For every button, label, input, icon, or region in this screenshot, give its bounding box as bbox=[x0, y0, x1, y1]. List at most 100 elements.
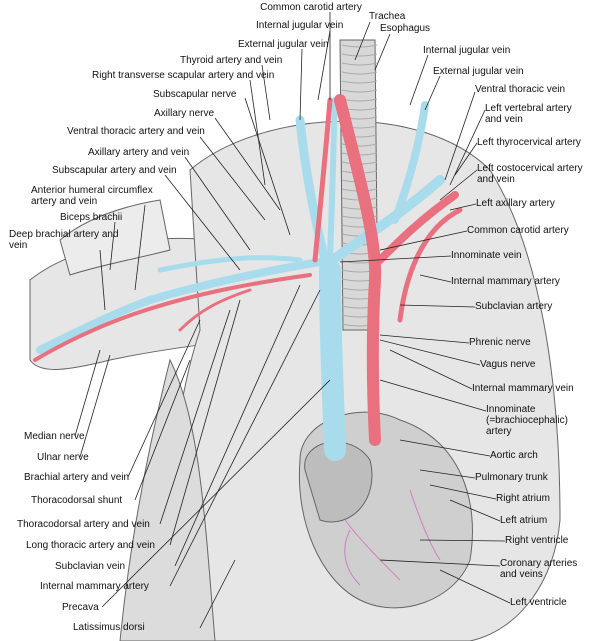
label-biceps: Biceps brachii bbox=[60, 212, 123, 223]
leader-line bbox=[127, 319, 201, 478]
leader-line bbox=[79, 354, 111, 458]
leader-line bbox=[169, 289, 321, 587]
leader-line bbox=[444, 91, 476, 181]
label-innominate-vein: Innominate vein bbox=[451, 250, 522, 261]
leader-line bbox=[101, 379, 331, 608]
leader-line bbox=[379, 559, 501, 567]
label-subclavian-artery: Subclavian artery bbox=[475, 301, 553, 312]
internal-jugular-vessel bbox=[327, 97, 338, 258]
label-external-jugular-left: External jugular vein bbox=[238, 39, 329, 50]
label-ventral-thoracic-vein: Ventral thoracic vein bbox=[475, 84, 566, 95]
leader-line bbox=[419, 274, 452, 283]
label-internal-mammary-vein: Internal mammary vein bbox=[472, 383, 574, 394]
label-axillary-av: Axillary artery and vein bbox=[88, 147, 190, 158]
label-aortic-arch: Aortic arch bbox=[490, 450, 538, 461]
precava-vessel bbox=[319, 259, 346, 461]
label-ulnar-nerve: Ulnar nerve bbox=[37, 452, 89, 463]
leader-line bbox=[99, 249, 106, 311]
label-deep-brachial: Deep brachial artery and vein bbox=[9, 229, 119, 251]
leader-line bbox=[199, 559, 236, 629]
leader-line bbox=[214, 117, 281, 211]
label-thoracodorsal-shunt: Thoracodorsal shunt bbox=[31, 495, 123, 506]
leader-line bbox=[159, 309, 231, 525]
label-innominate-artery: Innominate (=brachiocephalic) artery bbox=[486, 404, 568, 437]
label-subclavian-vein: Subclavian vein bbox=[55, 561, 126, 572]
axillary-vein-vessel bbox=[157, 255, 303, 273]
leader-line bbox=[169, 299, 241, 546]
leader-line bbox=[439, 169, 478, 201]
leader-line bbox=[424, 75, 441, 111]
label-anterior-humeral: Anterior humeral circumflex artery and v… bbox=[31, 185, 153, 207]
leader-line bbox=[374, 33, 391, 71]
label-left-vertebral: Left vertebral artery and vein bbox=[485, 103, 572, 125]
label-right-atrium: Right atrium bbox=[496, 493, 550, 504]
leader-line bbox=[74, 349, 101, 437]
coronary-vessels bbox=[344, 489, 441, 586]
common-carotid-vessel bbox=[312, 97, 333, 263]
leader-line bbox=[409, 54, 429, 106]
leader-line bbox=[244, 97, 291, 236]
leader-line bbox=[261, 64, 271, 121]
leader-line bbox=[339, 255, 452, 263]
leader-line bbox=[399, 439, 491, 457]
label-right-ventricle: Right ventricle bbox=[505, 535, 569, 546]
label-ventral-thoracic-av: Ventral thoracic artery and vein bbox=[67, 126, 205, 137]
innominate-vein-vessel bbox=[325, 175, 445, 267]
label-left-costocervical: Left costocervical artery and vein bbox=[477, 163, 583, 185]
label-left-thyrocervical: Left thyrocervical artery bbox=[477, 137, 581, 148]
label-phrenic: Phrenic nerve bbox=[469, 337, 531, 348]
label-axillary-nerve: Axillary nerve bbox=[154, 108, 215, 119]
label-left-ventricle: Left ventricle bbox=[510, 597, 567, 608]
leader-line bbox=[109, 221, 116, 271]
label-thyroid: Thyroid artery and vein bbox=[180, 55, 283, 66]
leader-line bbox=[379, 379, 487, 412]
leader-line bbox=[454, 142, 478, 176]
leader-line bbox=[449, 499, 501, 522]
label-pulmonary-trunk: Pulmonary trunk bbox=[475, 472, 548, 483]
label-vagus: Vagus nerve bbox=[480, 359, 536, 370]
label-coronary: Coronary arteries and veins bbox=[500, 558, 578, 580]
leader-line bbox=[379, 230, 468, 251]
leader-line bbox=[419, 469, 476, 479]
leader-line bbox=[134, 204, 146, 291]
tissue-layer bbox=[29, 39, 561, 641]
leader-line bbox=[449, 203, 477, 211]
external-jugular-left-vessel bbox=[295, 115, 330, 265]
label-internal-jugular-right: Internal jugular vein bbox=[423, 45, 511, 56]
leader-line bbox=[164, 174, 241, 271]
veins bbox=[36, 97, 445, 461]
leader-line bbox=[354, 21, 371, 61]
label-subscapular-nerve: Subscapular nerve bbox=[153, 89, 237, 100]
leader-line bbox=[199, 136, 266, 221]
subclavian-vein-vessel bbox=[36, 258, 324, 354]
leader-line bbox=[134, 359, 191, 501]
label-right-transverse-scapular: Right transverse scapular artery and vei… bbox=[92, 70, 275, 81]
label-external-jugular-right: External jugular vein bbox=[433, 66, 524, 77]
label-common-carotid-left: Common carotid artery bbox=[467, 225, 569, 236]
leader-line bbox=[249, 79, 266, 186]
leader-line bbox=[317, 30, 331, 101]
leader-line bbox=[429, 484, 497, 500]
label-trachea: Trachea bbox=[369, 11, 406, 22]
label-latissimus: Latissimus dorsi bbox=[73, 622, 145, 633]
leader-line bbox=[174, 284, 301, 567]
label-subscapular-av: Subscapular artery and vein bbox=[52, 165, 177, 176]
innominate-artery-vessel bbox=[334, 94, 382, 446]
label-esophagus: Esophagus bbox=[380, 23, 431, 34]
label-thoracodorsal-av: Thoracodorsal artery and vein bbox=[17, 519, 150, 530]
leader-line bbox=[419, 539, 506, 542]
label-brachial: Brachial artery and vein bbox=[24, 472, 130, 483]
leader-line bbox=[379, 339, 481, 366]
leader-line bbox=[399, 304, 476, 308]
label-internal-jugular-left: Internal jugular vein bbox=[256, 20, 344, 31]
label-left-axillary: Left axillary artery bbox=[476, 198, 555, 209]
leader-line bbox=[389, 349, 473, 390]
label-precava: Precava bbox=[62, 602, 99, 613]
thoracodorsal-artery-vessel bbox=[178, 288, 252, 332]
label-long-thoracic: Long thoracic artery and vein bbox=[26, 540, 155, 551]
label-internal-mammary-artery-right: Internal mammary artery bbox=[451, 276, 560, 287]
leader-line bbox=[299, 48, 303, 121]
leader-line bbox=[439, 569, 511, 604]
